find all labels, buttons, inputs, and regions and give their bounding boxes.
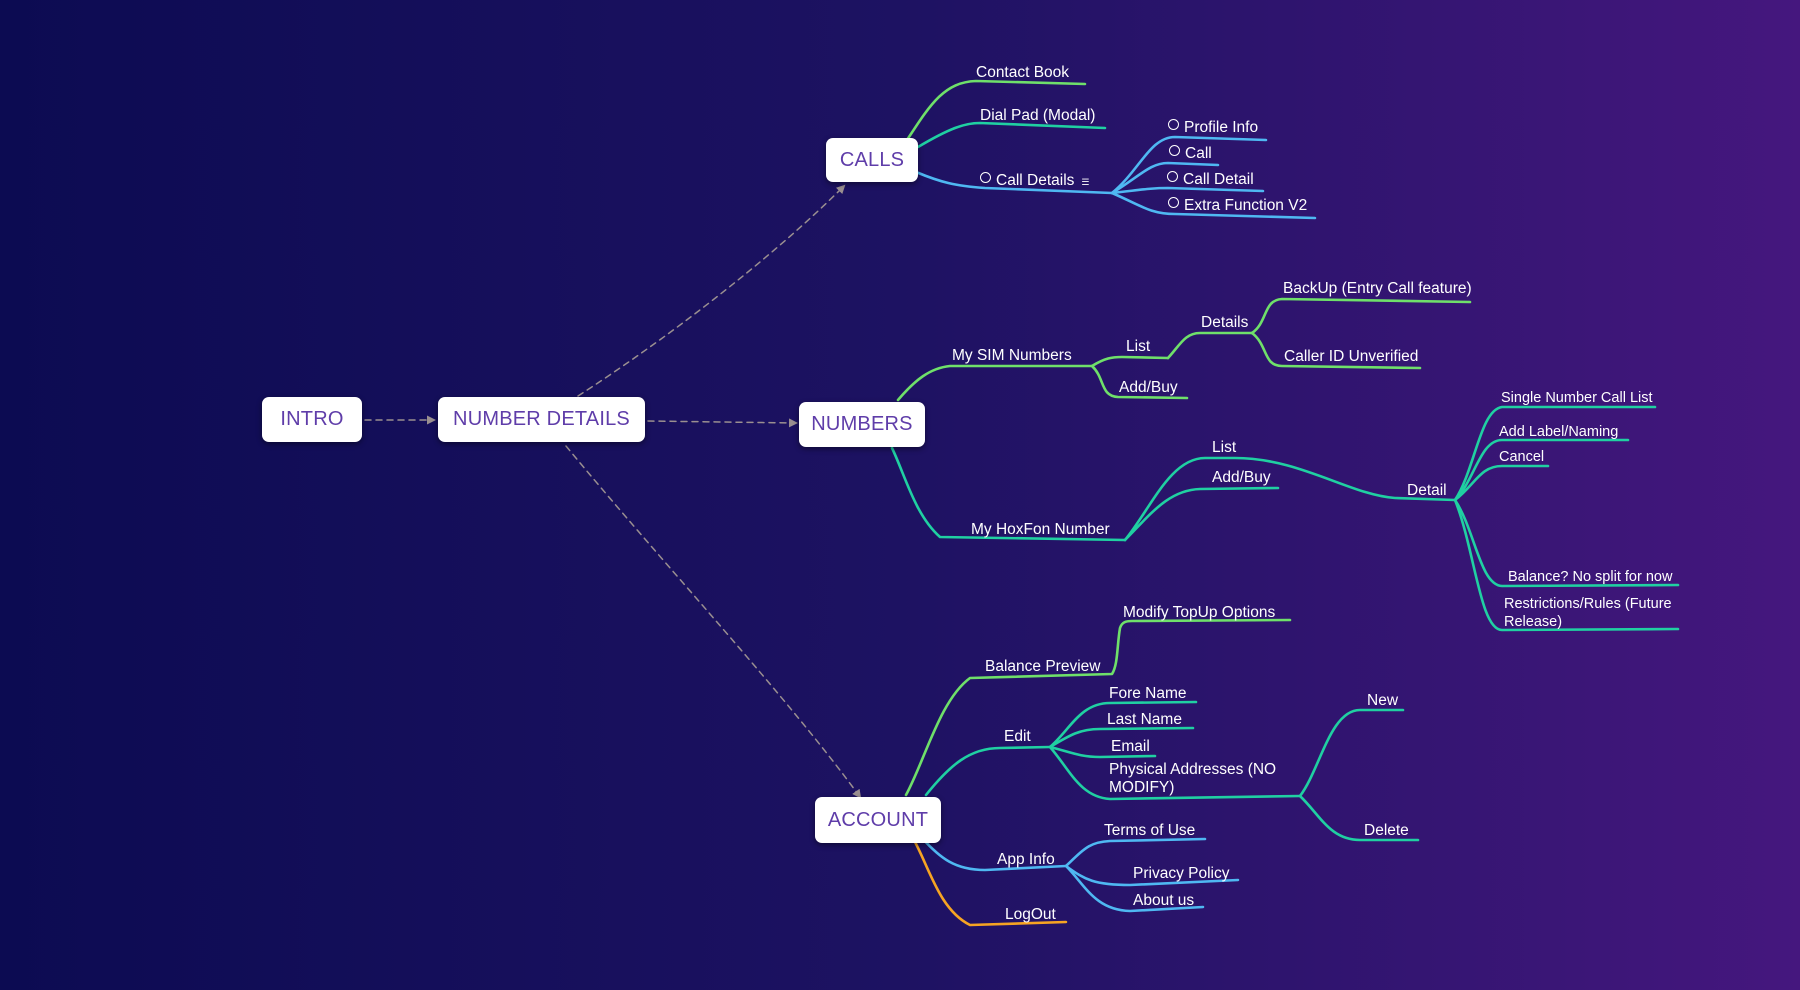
arrow-to-numbers: [647, 418, 798, 428]
detail-label[interactable]: Detail: [1407, 482, 1447, 499]
branch-add-label: [1453, 438, 1630, 502]
numbers-node[interactable]: NUMBERS: [799, 402, 925, 447]
branch-single-number: [1453, 405, 1657, 502]
call-details-item[interactable]: Call Details ☰: [980, 172, 1089, 191]
calls-node[interactable]: CALLS: [826, 138, 918, 182]
hox-add-buy-label[interactable]: Add/Buy: [1212, 469, 1271, 486]
backup-label[interactable]: BackUp (Entry Call feature): [1283, 280, 1472, 297]
branch-call: [1110, 161, 1220, 195]
branch-sim-list: [1090, 355, 1170, 368]
branch-logout: [913, 840, 1068, 927]
physical-addresses-label[interactable]: Physical Addresses (NO MODIFY): [1109, 761, 1277, 796]
branch-profile-info: [1110, 135, 1268, 195]
circle-icon: [1169, 145, 1180, 156]
branch-physical-addresses: [1048, 745, 1302, 801]
sim-list-label[interactable]: List: [1126, 338, 1151, 355]
branch-hox-add-buy: [1123, 486, 1280, 542]
cancel-label[interactable]: Cancel: [1499, 449, 1545, 465]
arrow-to-calls: [577, 184, 846, 397]
modify-topup-label[interactable]: Modify TopUp Options: [1123, 604, 1276, 621]
branch-call-detail: [1110, 186, 1265, 195]
caller-id-label[interactable]: Caller ID Unverified: [1284, 348, 1419, 365]
branch-terms: [1064, 837, 1207, 868]
edit-label[interactable]: Edit: [1004, 728, 1031, 745]
call-detail-item[interactable]: Call Detail: [1167, 171, 1254, 189]
branch-fore-name: [1048, 700, 1198, 749]
branch-app-info: [920, 836, 1068, 872]
delete-label[interactable]: Delete: [1364, 822, 1409, 839]
branch-email: [1048, 745, 1157, 759]
arrow-to-account: [565, 445, 862, 799]
call-details-label: Call Details: [996, 172, 1075, 189]
call-detail-label: Call Detail: [1183, 171, 1254, 188]
new-label[interactable]: New: [1367, 692, 1399, 709]
call-item[interactable]: Call: [1169, 145, 1212, 163]
branch-my-sim: [896, 364, 1094, 402]
branch-backup: [1250, 297, 1472, 335]
balance-preview-label[interactable]: Balance Preview: [985, 658, 1101, 675]
add-label-label[interactable]: Add Label/Naming: [1499, 424, 1619, 440]
branch-sim-details: [1166, 331, 1254, 360]
branch-balance: [1453, 498, 1680, 588]
call-label: Call: [1185, 145, 1212, 162]
fore-name-label[interactable]: Fore Name: [1109, 685, 1187, 702]
branch-about: [1064, 864, 1205, 913]
about-label[interactable]: About us: [1133, 892, 1195, 909]
hox-list-label[interactable]: List: [1212, 439, 1237, 456]
branch-my-hoxfon: [890, 446, 1127, 542]
circle-icon: [1168, 119, 1179, 130]
branch-extra-function: [1110, 191, 1317, 220]
flow-arrows: [364, 184, 862, 799]
branch-cancel: [1453, 464, 1550, 502]
branch-privacy: [1064, 864, 1240, 887]
branch-contact-book: [905, 79, 1087, 142]
email-label[interactable]: Email: [1111, 738, 1150, 755]
balance-label[interactable]: Balance? No split for now: [1508, 569, 1673, 585]
branch-call-details: [914, 170, 1114, 195]
extra-function-item[interactable]: Extra Function V2: [1168, 197, 1307, 215]
app-info-label[interactable]: App Info: [997, 851, 1055, 868]
sim-add-buy-label[interactable]: Add/Buy: [1119, 379, 1178, 396]
profile-info-label: Profile Info: [1184, 119, 1259, 136]
branch-edit: [924, 745, 1052, 797]
branch-sim-add-buy: [1090, 364, 1189, 400]
number-details-node[interactable]: NUMBER DETAILS: [438, 397, 645, 442]
account-node[interactable]: ACCOUNT: [815, 797, 941, 843]
branch-last-name: [1048, 726, 1195, 749]
sim-details-label[interactable]: Details: [1201, 314, 1249, 331]
branch-restrictions: [1453, 498, 1680, 632]
circle-icon: [1167, 171, 1178, 182]
extra-function-label: Extra Function V2: [1184, 197, 1308, 214]
branch-balance-preview: [904, 618, 1292, 797]
intro-node[interactable]: INTRO: [262, 397, 362, 442]
circle-icon: [980, 172, 991, 183]
logout-label[interactable]: LogOut: [1005, 906, 1056, 923]
terms-label[interactable]: Terms of Use: [1104, 822, 1196, 839]
circle-icon: [1168, 197, 1179, 208]
last-name-label[interactable]: Last Name: [1107, 711, 1182, 728]
restrictions-label[interactable]: Restrictions/Rules (Future Release): [1504, 596, 1672, 630]
branch-hox-list-detail: [1123, 456, 1457, 542]
profile-info-item[interactable]: Profile Info: [1168, 119, 1258, 137]
branch-caller-id: [1250, 331, 1422, 370]
my-hoxfon-label[interactable]: My HoxFon Number: [971, 521, 1110, 538]
single-number-label[interactable]: Single Number Call List: [1501, 390, 1653, 406]
dial-pad-label[interactable]: Dial Pad (Modal): [980, 107, 1096, 124]
privacy-label[interactable]: Privacy Policy: [1133, 865, 1230, 882]
branch-new: [1298, 708, 1405, 798]
contact-book-label[interactable]: Contact Book: [976, 64, 1070, 81]
note-icon: ☰: [1081, 177, 1090, 187]
branch-dial-pad: [916, 121, 1107, 149]
my-sim-label[interactable]: My SIM Numbers: [952, 347, 1072, 364]
branch-delete: [1298, 794, 1420, 842]
